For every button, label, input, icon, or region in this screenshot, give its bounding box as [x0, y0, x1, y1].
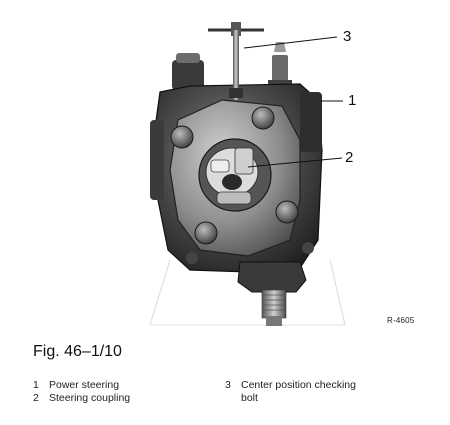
- background-stand: [149, 259, 346, 326]
- legend-text: Steering coupling: [49, 392, 131, 404]
- legend-number: 3: [225, 379, 231, 391]
- legend-text: bolt: [241, 392, 258, 404]
- legend-text: Center position checking: [241, 379, 356, 391]
- legend-number: 2: [33, 392, 39, 404]
- legend-column-right: 3 Center position checking bolt: [225, 379, 356, 405]
- image-code: R-4605: [387, 316, 415, 325]
- legend-item: 1 Power steering: [33, 379, 130, 392]
- figure-photo: 3 1 2 R-4605: [149, 22, 415, 326]
- leader-lines: [243, 36, 343, 168]
- legend-item: 3 Center position checking: [225, 379, 356, 392]
- callout-2: 2: [345, 149, 354, 166]
- top-fittings: [172, 42, 292, 90]
- legend-text: Power steering: [49, 379, 120, 391]
- legend-item: 2 Steering coupling: [33, 392, 130, 405]
- callout-3: 3: [343, 28, 352, 45]
- checking-bolt: [208, 22, 264, 100]
- legend-item: bolt: [225, 392, 356, 405]
- output-shaft: [237, 261, 307, 326]
- steering-coupling: [198, 138, 272, 212]
- steering-gear-illustration: [149, 22, 346, 326]
- figure-caption: Fig. 46–1/10: [33, 343, 122, 360]
- plate-bolts: [170, 106, 299, 245]
- legend-column-left: 1 Power steering 2 Steering coupling: [33, 379, 130, 405]
- legend-number: 1: [33, 379, 39, 391]
- callout-1: 1: [348, 92, 357, 109]
